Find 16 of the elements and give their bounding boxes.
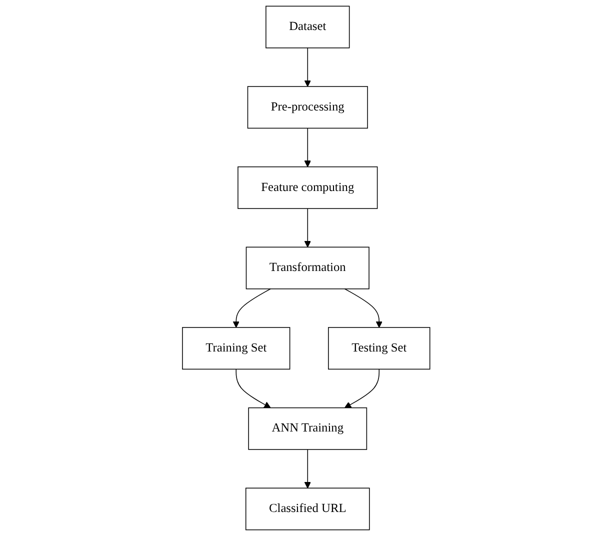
node-box: Classified URL xyxy=(245,488,370,530)
arrow xyxy=(232,288,271,328)
node-box: Training Set xyxy=(182,327,290,370)
node-box: Testing Set xyxy=(328,327,430,370)
node-box: Feature computing xyxy=(237,166,378,209)
node-box: Transformation xyxy=(246,246,370,290)
arrow xyxy=(304,48,311,87)
arrow xyxy=(344,288,382,328)
node-box: ANN Training xyxy=(248,407,367,450)
node-box: Dataset xyxy=(265,6,350,48)
arrow xyxy=(344,368,380,408)
node-box: Pre-processing xyxy=(247,86,368,129)
arrow xyxy=(304,208,311,248)
arrow xyxy=(236,368,271,408)
arrow xyxy=(304,449,311,488)
arrow xyxy=(304,128,311,168)
